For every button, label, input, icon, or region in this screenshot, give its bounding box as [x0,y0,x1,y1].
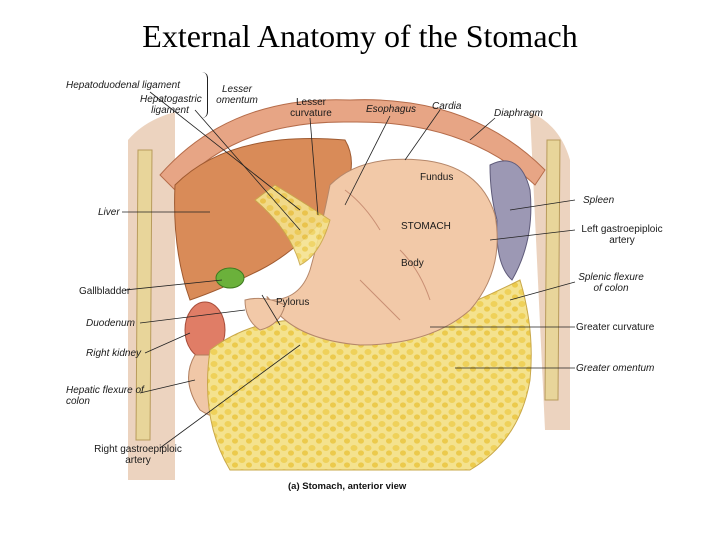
label-liver: Liver [98,207,120,218]
stomach [266,158,498,346]
label-esophagus: Esophagus [366,104,417,115]
label-left-gastroepiploic: Left gastroepiploic artery [581,224,663,246]
label-pylorus: Pylorus [276,297,310,308]
label-duodenum: Duodenum [86,318,135,329]
label-hepatogastric-ligament: Hepatogastric ligament [140,94,202,116]
label-greater-omentum: Greater omentum [576,363,655,374]
label-right-gastroepiploic: Right gastroepiploic artery [94,444,182,466]
label-lesser-omentum: Lesser omentum [216,84,258,106]
label-spleen: Spleen [583,195,615,206]
page-title: External Anatomy of the Stomach [142,18,578,54]
label-cardia: Cardia [432,101,462,112]
label-hepatoduodenal-ligament: Hepatoduodenal ligament [66,80,180,91]
stomach-vessels [344,189,431,321]
label-greater-curvature: Greater curvature [576,322,655,333]
label-lesser-curvature: Lesser curvature [290,97,332,119]
spleen [489,160,532,281]
gallbladder [215,267,245,289]
label-diaphragm: Diaphragm [494,108,543,119]
diaphragm [159,99,546,191]
label-splenic-flexure: Splenic flexure of colon [578,272,644,294]
leader-lines [122,91,576,449]
label-right-kidney: Right kidney [86,348,142,359]
label-hepatic-flexure: Hepatic flexure of colon [66,385,144,407]
figure-caption: (a) Stomach, anterior view [288,481,407,492]
right-rib-column [544,139,561,401]
left-rib-column [135,149,153,441]
label-fundus: Fundus [420,172,454,183]
lesser-omentum-brace [201,72,208,118]
lesser-omentum [254,184,331,266]
label-body: Body [401,258,424,269]
pylorus-duodenum [244,297,286,331]
label-gallbladder: Gallbladder [79,286,131,297]
label-stomach: STOMACH [401,221,451,232]
